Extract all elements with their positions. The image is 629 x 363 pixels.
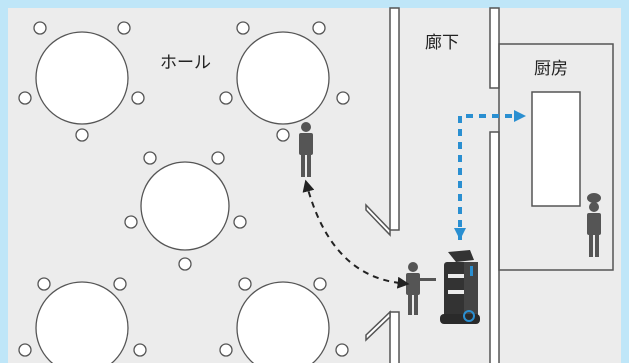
table (18, 21, 145, 142)
table (219, 21, 350, 142)
table (124, 151, 247, 271)
delivery-robot-icon (440, 250, 480, 324)
chef-icon (587, 193, 601, 257)
robot-route (454, 110, 526, 240)
walls (365, 7, 614, 363)
handoff-route (302, 179, 410, 289)
table (18, 277, 147, 363)
corridor-label: 廊下 (425, 33, 459, 53)
table (219, 277, 349, 363)
hall-label: ホール (160, 53, 211, 73)
dining-tables (18, 21, 350, 363)
arrow-right-icon (514, 110, 526, 122)
arrow-down-icon (454, 228, 466, 240)
kitchen-label: 厨房 (534, 59, 568, 79)
person-icon (299, 122, 313, 177)
